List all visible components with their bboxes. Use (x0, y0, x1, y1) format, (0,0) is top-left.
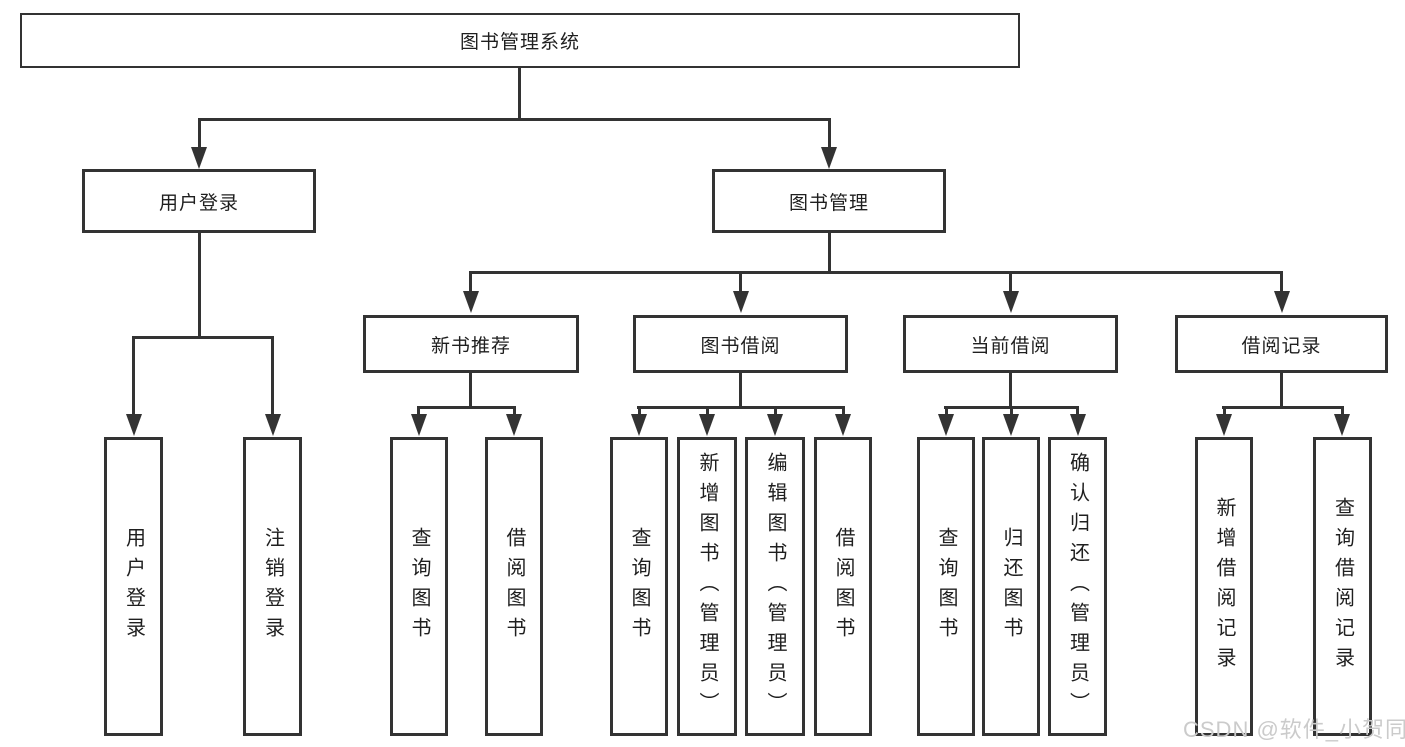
leaf-return-books: 归还图书 (982, 437, 1040, 736)
arrow-down-icon (265, 414, 281, 436)
arrow-down-icon (767, 414, 783, 436)
connector-line (417, 406, 516, 409)
connector-line (1222, 406, 1344, 409)
connector-line (513, 406, 516, 416)
leaf-confirm-return-admin: 确认归还（管理员） (1048, 437, 1107, 736)
leaf-query-borrow-record: 查询借阅记录 (1313, 437, 1372, 736)
node-label: 确认归还（管理员） (1066, 451, 1089, 722)
connector-line (638, 406, 641, 416)
node-user-login: 用户登录 (82, 169, 316, 233)
connector-line (271, 336, 274, 416)
connector-line (518, 68, 521, 118)
node-label: 新增图书（管理员） (696, 451, 718, 722)
connector-line (1010, 406, 1013, 416)
arrow-down-icon (699, 414, 715, 436)
node-label: 借阅图书 (832, 526, 854, 647)
connector-line (945, 406, 948, 416)
arrow-down-icon (1334, 414, 1350, 436)
node-label: 图书管理 (788, 192, 869, 214)
arrow-down-icon (411, 414, 427, 436)
arrow-down-icon (126, 414, 142, 436)
node-label: 当前借阅 (970, 335, 1051, 357)
node-label: 注销登录 (261, 526, 284, 647)
arrow-down-icon (1003, 291, 1019, 313)
connector-line (1341, 406, 1344, 416)
connector-line (828, 233, 831, 271)
connector-line (417, 406, 420, 416)
connector-line (1009, 271, 1012, 293)
leaf-add-borrow-record: 新增借阅记录 (1195, 437, 1253, 736)
arrow-down-icon (1070, 414, 1086, 436)
connector-line (828, 118, 831, 149)
connector-line (842, 406, 845, 416)
connector-line (1076, 406, 1079, 416)
leaf-query-books: 查询图书 (610, 437, 668, 736)
arrow-down-icon (733, 291, 749, 313)
arrow-down-icon (191, 147, 207, 169)
connector-line (198, 233, 201, 336)
connector-line (132, 336, 135, 416)
arrow-down-icon (821, 147, 837, 169)
connector-line (132, 336, 274, 339)
node-label: 查询图书 (408, 526, 430, 647)
connector-line (637, 406, 844, 409)
node-label: 借阅记录 (1241, 335, 1322, 357)
node-book-management: 图书管理 (712, 169, 946, 233)
arrow-down-icon (1216, 414, 1232, 436)
connector-line (739, 373, 742, 406)
node-label: 图书借阅 (700, 335, 781, 357)
node-current-borrowing: 当前借阅 (903, 315, 1118, 373)
arrow-down-icon (463, 291, 479, 313)
node-label: 借阅图书 (503, 526, 525, 647)
connector-line (1009, 373, 1012, 406)
connector-line (706, 406, 709, 416)
arrow-down-icon (835, 414, 851, 436)
connector-line (198, 118, 831, 121)
leaf-user-login: 用户登录 (104, 437, 163, 736)
node-new-book-recommend: 新书推荐 (363, 315, 579, 373)
connector-line (1280, 373, 1283, 406)
connector-line (198, 118, 201, 149)
leaf-logout: 注销登录 (243, 437, 302, 736)
arrow-down-icon (1274, 291, 1290, 313)
node-label: 用户登录 (122, 526, 145, 647)
node-library-system: 图书管理系统 (20, 13, 1020, 68)
connector-line (739, 271, 742, 293)
node-label: 图书管理系统 (459, 32, 580, 53)
node-label: 查询图书 (935, 526, 957, 647)
leaf-query-books-current: 查询图书 (917, 437, 975, 736)
node-book-borrowing: 图书借阅 (633, 315, 848, 373)
connector-line (469, 373, 472, 406)
node-label: 查询借阅记录 (1331, 496, 1354, 677)
node-label: 新书推荐 (430, 335, 511, 357)
leaf-query-books-recommend: 查询图书 (390, 437, 448, 736)
leaf-edit-books-admin: 编辑图书（管理员） (745, 437, 805, 736)
leaf-borrow-books-recommend: 借阅图书 (485, 437, 543, 736)
connector-line (1223, 406, 1226, 416)
leaf-add-books-admin: 新增图书（管理员） (677, 437, 737, 736)
arrow-down-icon (938, 414, 954, 436)
arrow-down-icon (506, 414, 522, 436)
connector-line (469, 271, 1283, 274)
node-label: 新增借阅记录 (1213, 496, 1235, 677)
connector-line (469, 271, 472, 293)
leaf-borrow-books: 借阅图书 (814, 437, 872, 736)
arrow-down-icon (631, 414, 647, 436)
watermark: CSDN @软件_小贺同学 (1183, 717, 1405, 742)
connector-line (1280, 271, 1283, 293)
node-label: 用户登录 (158, 192, 239, 214)
arrow-down-icon (1003, 414, 1019, 436)
node-label: 查询图书 (628, 526, 650, 647)
node-label: 归还图书 (1000, 526, 1022, 647)
node-borrowing-records: 借阅记录 (1175, 315, 1388, 373)
node-label: 编辑图书（管理员） (764, 451, 786, 722)
connector-line (774, 406, 777, 416)
